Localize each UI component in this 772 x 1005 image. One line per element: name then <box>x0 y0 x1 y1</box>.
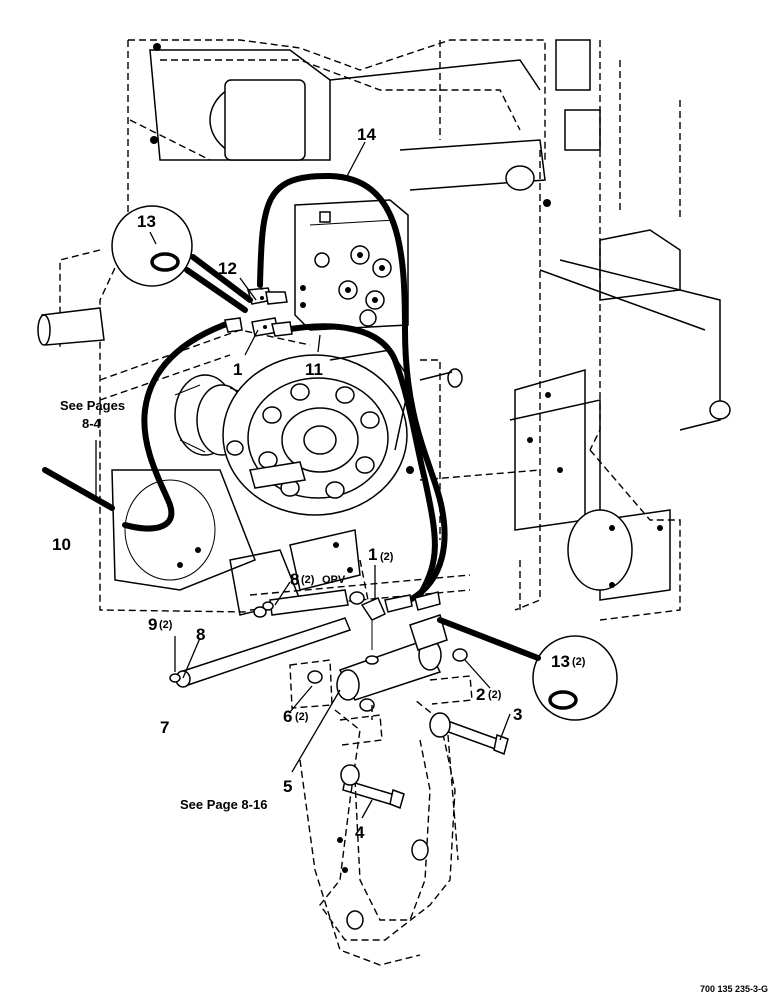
control-valve-block <box>294 199 409 331</box>
bolts <box>342 718 509 810</box>
clutch-bolts <box>226 383 380 499</box>
callout-11: 11 <box>305 360 323 379</box>
cylinder-rod-link <box>179 617 352 687</box>
figure-reference-number: 700 135 235-3-G <box>700 984 768 994</box>
sprocket-clutch-assembly <box>174 349 463 516</box>
hose-10-end <box>42 467 115 511</box>
oring-detail-13-lower <box>437 617 618 721</box>
callout-1-qty-count: (2) <box>380 551 394 563</box>
right-frame-rail <box>509 39 731 601</box>
callout-13-lower: 13 <box>551 652 570 671</box>
bolt-3 <box>442 718 501 752</box>
see-page-8-16-note: See Page 8-16 <box>180 797 267 812</box>
callout-7: 7 <box>160 718 169 737</box>
see-pages-note-line2: 8-4 <box>82 416 102 431</box>
hydraulic-cylinder-assembly <box>169 559 473 746</box>
callout-5: 5 <box>283 777 292 796</box>
input-shaft <box>37 307 105 346</box>
leader-lines <box>95 141 511 819</box>
callout-12: 12 <box>218 259 237 278</box>
callout-8: 8 <box>196 625 205 644</box>
elbow-fitting <box>360 597 386 621</box>
hydraulic-hoses <box>42 172 448 603</box>
callout-8-opv-note: OPV <box>322 574 346 586</box>
upper-drive-housing <box>149 43 551 207</box>
callout-3: 3 <box>513 705 522 724</box>
callout-1: 1 <box>233 360 242 379</box>
callout-2: 2 <box>476 685 485 704</box>
callout-14: 14 <box>357 125 376 144</box>
callout-labels: 14 13 12 1 11 See Pages 8-4 10 1 (2) 8 (… <box>52 125 768 994</box>
callout-8-opv: 8 <box>290 570 299 589</box>
valve-fittings <box>224 261 293 337</box>
lower-link-arm <box>299 699 459 966</box>
callout-2-qty: (2) <box>488 689 502 701</box>
oring-detail-13-upper <box>111 205 253 313</box>
see-pages-note-line1: See Pages <box>60 398 125 413</box>
hose-10 <box>122 319 235 532</box>
callout-1-qty: 1 <box>368 545 377 564</box>
callout-8-opv-qty: (2) <box>301 574 315 586</box>
callout-9-qty: (2) <box>159 619 173 631</box>
callout-6-qty: (2) <box>295 711 309 723</box>
callout-4: 4 <box>355 823 365 842</box>
hose-14 <box>257 172 448 603</box>
hose-11 <box>282 323 438 598</box>
callout-13-lower-qty: (2) <box>572 656 586 668</box>
callout-6: 6 <box>283 707 292 726</box>
callout-9: 9 <box>148 615 157 634</box>
callout-13: 13 <box>137 212 156 231</box>
callout-10: 10 <box>52 535 71 554</box>
